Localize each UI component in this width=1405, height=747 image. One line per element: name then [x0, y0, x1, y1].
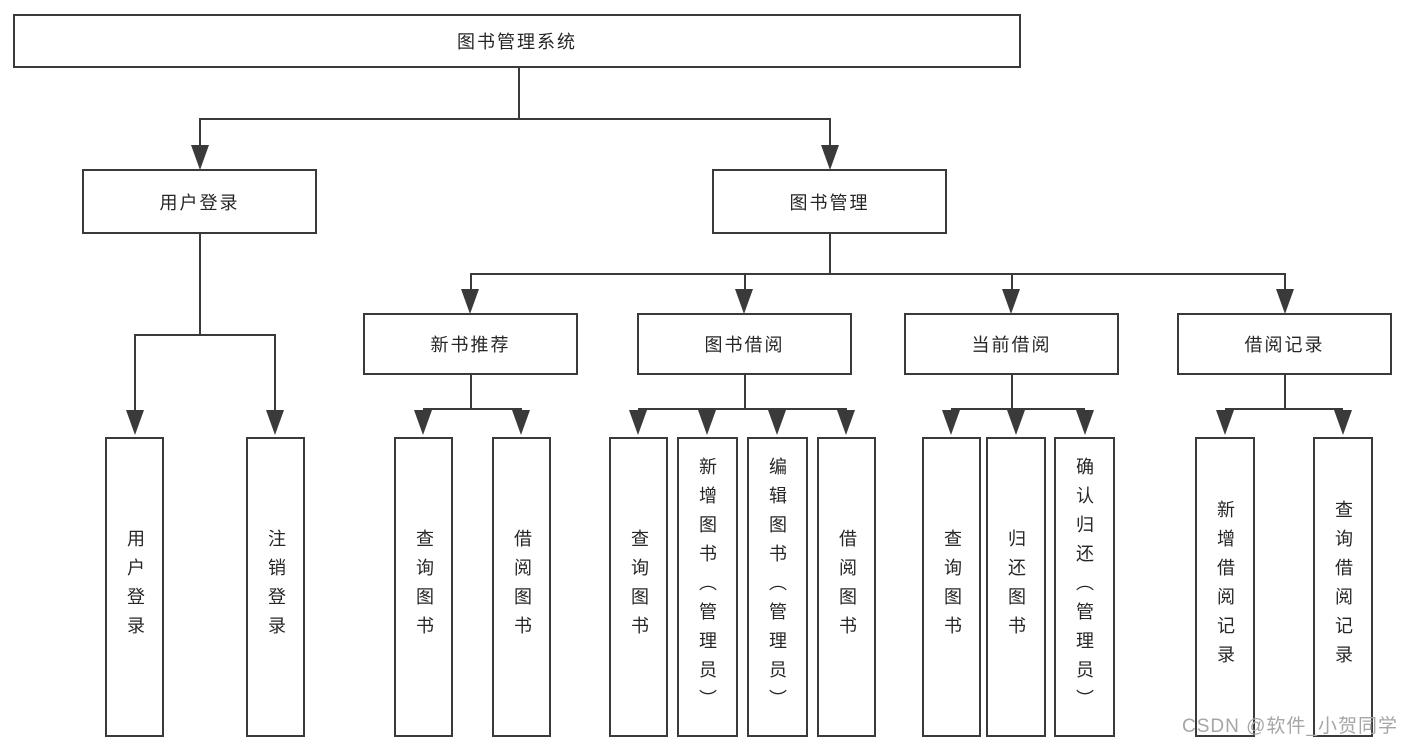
- node-confirm-return-admin: 确认归还（管理员）: [1054, 437, 1115, 737]
- node-user-login-branch: 用户登录: [82, 169, 317, 234]
- node-recommend-borrow-books: 借阅图书: [492, 437, 551, 737]
- node-current-query-books-label: 查询图书: [942, 529, 962, 645]
- connector-line: [274, 334, 276, 411]
- connector-line: [423, 408, 522, 410]
- connector-line: [134, 334, 276, 336]
- node-recommend-query-books-label: 查询图书: [414, 529, 434, 645]
- node-book-management: 图书管理: [712, 169, 947, 234]
- node-book-management-label: 图书管理: [789, 192, 870, 213]
- node-add-borrow-record: 新增借阅记录: [1195, 437, 1255, 737]
- connector-line: [951, 408, 1085, 410]
- node-return-books: 归还图书: [986, 437, 1046, 737]
- node-current-borrowing: 当前借阅: [904, 313, 1119, 375]
- connector-line: [1011, 273, 1013, 290]
- node-new-book-recommend: 新书推荐: [363, 313, 578, 375]
- connector-line: [1284, 375, 1286, 409]
- node-logout: 注销登录: [246, 437, 305, 737]
- connector-line: [518, 68, 520, 120]
- node-book-borrowing-label: 图书借阅: [704, 335, 785, 355]
- arrow-down: [1334, 410, 1352, 435]
- arrow-down: [461, 289, 479, 314]
- node-query-borrow-record: 查询借阅记录: [1313, 437, 1373, 737]
- node-add-books-admin-label: 新增图书（管理员）: [697, 456, 717, 718]
- node-user-login-label: 用户登录: [125, 529, 145, 645]
- watermark: CSDN @软件_小贺同学: [1182, 716, 1398, 737]
- arrow-down: [1216, 410, 1234, 435]
- node-library-system-label: 图书管理系统: [457, 32, 577, 52]
- connector-line: [829, 118, 831, 145]
- connector-line: [638, 408, 847, 410]
- node-edit-books-admin-label: 编辑图书（管理员）: [767, 456, 787, 718]
- node-borrowing-query-books-label: 查询图书: [629, 529, 649, 645]
- node-logout-label: 注销登录: [266, 529, 286, 645]
- arrow-down: [512, 410, 530, 435]
- connector-line: [829, 234, 831, 275]
- node-user-login: 用户登录: [105, 437, 164, 737]
- connector-line: [1011, 375, 1013, 409]
- node-current-query-books: 查询图书: [922, 437, 981, 737]
- arrow-down: [1076, 410, 1094, 435]
- node-borrow-records: 借阅记录: [1177, 313, 1392, 375]
- connector-line: [199, 118, 201, 145]
- arrow-down: [735, 289, 753, 314]
- arrow-down: [768, 410, 786, 435]
- connector-line: [744, 375, 746, 409]
- connector-line: [199, 118, 831, 120]
- connector-line: [470, 273, 472, 290]
- arrow-down: [698, 410, 716, 435]
- connector-line: [470, 273, 1286, 275]
- arrow-down: [942, 410, 960, 435]
- arrow-down: [1276, 289, 1294, 314]
- node-book-borrowing: 图书借阅: [637, 313, 852, 375]
- node-recommend-query-books: 查询图书: [394, 437, 453, 737]
- node-query-borrow-record-label: 查询借阅记录: [1333, 500, 1353, 674]
- node-add-borrow-record-label: 新增借阅记录: [1215, 500, 1235, 674]
- connector-line: [199, 234, 201, 336]
- node-borrowing-borrow-books-label: 借阅图书: [837, 529, 857, 645]
- node-user-login-branch-label: 用户登录: [159, 192, 240, 213]
- node-add-books-admin: 新增图书（管理员）: [677, 437, 738, 737]
- connector-line: [1225, 408, 1343, 410]
- arrow-down: [837, 410, 855, 435]
- node-borrow-records-label: 借阅记录: [1244, 335, 1325, 355]
- connector-line: [1284, 273, 1286, 290]
- node-return-books-label: 归还图书: [1006, 529, 1026, 645]
- arrow-down: [1007, 410, 1025, 435]
- node-current-borrowing-label: 当前借阅: [971, 335, 1052, 355]
- node-recommend-borrow-books-label: 借阅图书: [512, 529, 532, 645]
- node-edit-books-admin: 编辑图书（管理员）: [747, 437, 808, 737]
- node-library-system: 图书管理系统: [13, 14, 1021, 68]
- arrow-down: [191, 145, 209, 170]
- arrow-down: [414, 410, 432, 435]
- arrow-down: [629, 410, 647, 435]
- arrow-down: [1002, 289, 1020, 314]
- arrow-down: [126, 410, 144, 435]
- node-borrowing-borrow-books: 借阅图书: [817, 437, 876, 737]
- connector-line: [134, 334, 136, 411]
- node-confirm-return-admin-label: 确认归还（管理员）: [1074, 456, 1094, 718]
- arrow-down: [266, 410, 284, 435]
- node-borrowing-query-books: 查询图书: [609, 437, 668, 737]
- arrow-down: [821, 145, 839, 170]
- node-new-book-recommend-label: 新书推荐: [430, 335, 511, 355]
- connector-line: [744, 273, 746, 290]
- connector-line: [470, 375, 472, 409]
